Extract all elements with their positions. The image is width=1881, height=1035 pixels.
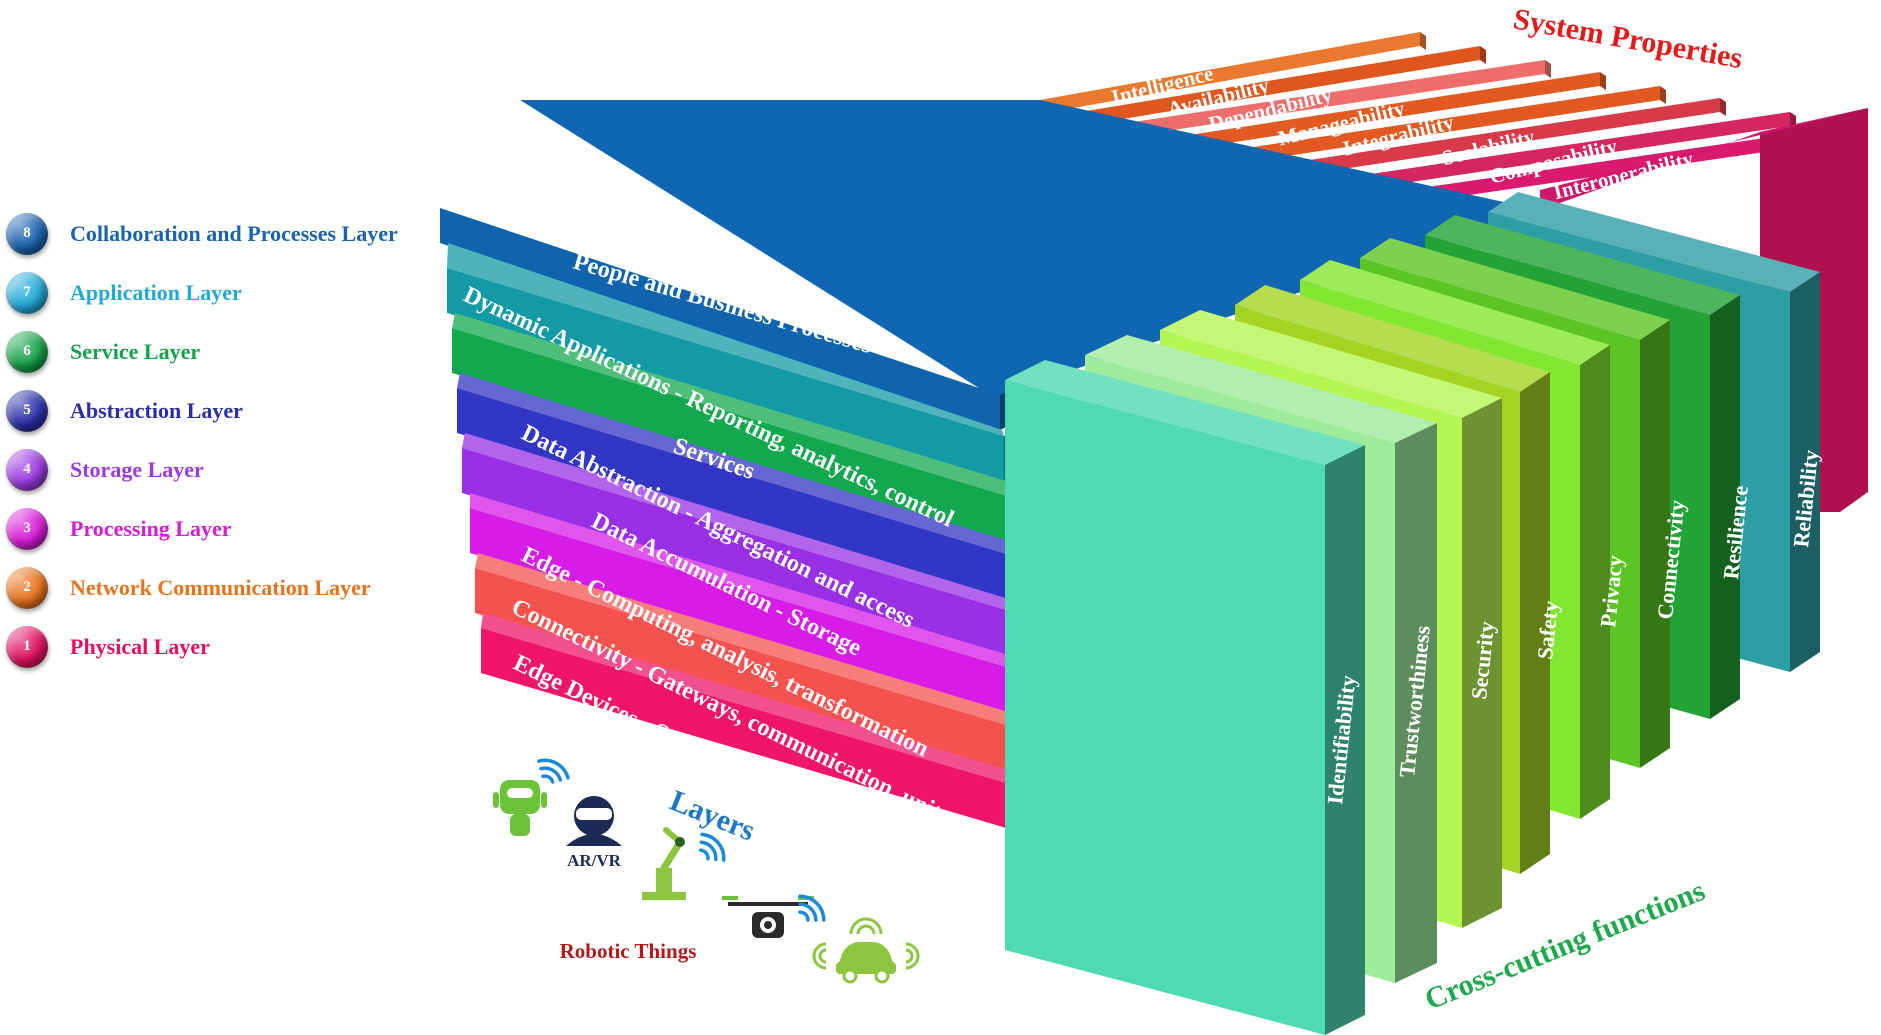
car-signal-icon: [812, 942, 827, 970]
layer-slab: [475, 568, 1013, 772]
legend-badge-number: 8: [23, 225, 31, 241]
legend-badge-number: 1: [23, 638, 31, 654]
car-wifi-icon: [849, 917, 883, 935]
legend-badge: 5: [6, 389, 48, 432]
system-property-slab-end: [1660, 86, 1666, 104]
cross-cutting-panel-side: [1580, 345, 1610, 819]
cross-cutting-panel-top: [1005, 360, 1365, 465]
system-property-slab: [1120, 60, 1545, 138]
legend-item-8: 8 Collaboration and Processes Layer: [6, 204, 446, 263]
cross-cutting-panel-top: [1160, 310, 1502, 418]
cross-cutting-panel: [1005, 380, 1325, 1035]
system-property-slab-end: [1420, 32, 1426, 50]
robot-icon: [493, 780, 547, 836]
layer-slab-top: [452, 313, 1007, 496]
layer-slab-top: [470, 493, 1015, 669]
legend-label: Application Layer: [70, 279, 242, 305]
legend-label: Physical Layer: [70, 633, 210, 659]
cross-cutting-panel-side: [1462, 398, 1502, 928]
cross-cutting-panel-top: [1235, 285, 1550, 392]
cross-cutting-label: Safety: [1532, 600, 1563, 661]
system-property-slab: [1330, 112, 1790, 194]
cross-cutting-panel-side: [1710, 295, 1740, 719]
legend-item-6: 6 Service Layer: [6, 322, 446, 381]
robotic-things-label: Robotic Things: [560, 939, 697, 963]
legend-badge-number: 6: [23, 343, 31, 359]
legend-badge: 8: [6, 212, 48, 255]
car-signal-icon: [905, 942, 920, 970]
cross-cutting-panel-top: [1300, 260, 1610, 365]
legend-badge: 6: [6, 330, 48, 373]
cross-cutting-panel-top: [1360, 238, 1670, 340]
iot-icons-group: AR/VR Robotic Things: [493, 758, 920, 984]
legend-label: Processing Layer: [70, 515, 232, 541]
legend-badge: 7: [6, 271, 48, 314]
layer-slab-top: [520, 100, 1540, 395]
layer-slab: [452, 328, 1007, 541]
system-property-slab-end: [1545, 60, 1551, 78]
legend-badge-number: 3: [23, 520, 31, 536]
layer-slab: [457, 388, 1010, 600]
system-property-slab: [1170, 72, 1600, 152]
legend-label: Storage Layer: [70, 456, 204, 482]
legend-badge: 2: [6, 566, 48, 609]
layer-slab: [440, 208, 1000, 430]
arvr-label: AR/VR: [567, 851, 622, 870]
system-property-slab-end: [1600, 72, 1606, 90]
legend-badge: 3: [6, 507, 48, 550]
cross-cutting-panel-top: [1425, 215, 1740, 315]
cross-cutting-panel-side: [1520, 372, 1550, 874]
legend-badge: 4: [6, 448, 48, 491]
system-property-slab: [1220, 86, 1660, 166]
legend-badge-number: 2: [23, 579, 31, 595]
layer-slab: [481, 628, 1013, 830]
layer-slab-top: [481, 613, 1015, 785]
cross-cutting-panel-top: [1085, 335, 1437, 443]
system-property-slab-end: [1720, 98, 1726, 116]
cross-cutting-panel-side: [1640, 320, 1670, 768]
wifi-signal-icon: [537, 758, 570, 784]
wifi-signal-icon: [798, 894, 826, 922]
cross-cutting-panel-top: [1488, 192, 1820, 292]
system-property-slab: [1040, 32, 1420, 114]
legend-badge-number: 5: [23, 402, 31, 418]
legend-label: Collaboration and Processes Layer: [70, 220, 398, 246]
robotic-arm-icon: [642, 827, 686, 900]
system-property-slab: [1380, 124, 1860, 208]
connected-car-icon: [836, 942, 896, 984]
legend-item-5: 5 Abstraction Layer: [6, 381, 446, 440]
layer-slab-top: [475, 553, 1015, 727]
layer-legend: 8 Collaboration and Processes Layer 7 Appli…: [6, 204, 446, 676]
legend-badge-number: 4: [23, 461, 31, 477]
legend-item-4: 4 Storage Layer: [6, 440, 446, 499]
legend-label: Abstraction Layer: [70, 397, 243, 423]
arvr-headset-icon: [566, 796, 622, 846]
layer-slab-top: [462, 433, 1013, 612]
wifi-signal-icon: [698, 832, 726, 862]
system-property-slab: [1270, 98, 1720, 180]
legend-badge-number: 7: [23, 284, 31, 300]
layer-slab: [447, 268, 1004, 481]
layer-slab: [470, 508, 1013, 714]
legend-label: Network Communication Layer: [70, 574, 371, 600]
system-property-slab-end: [1480, 46, 1486, 64]
cross-cutting-panel-side: [1395, 423, 1437, 983]
cross-cutting-panel-side: [1325, 445, 1365, 1035]
legend-label: Service Layer: [70, 338, 201, 364]
layer-slab: [462, 448, 1013, 657]
system-property-slab: [1080, 46, 1480, 126]
legend-item-2: 2 Network Communication Layer: [6, 558, 446, 617]
legend-item-1: 1 Physical Layer: [6, 617, 446, 676]
layer-slab-top: [457, 373, 1010, 555]
cross-cutting-panel-side: [1790, 272, 1820, 672]
legend-item-3: 3 Processing Layer: [6, 499, 446, 558]
legend-badge: 1: [6, 625, 48, 668]
legend-item-7: 7 Application Layer: [6, 263, 446, 322]
layer-slab-top: [447, 243, 1004, 436]
